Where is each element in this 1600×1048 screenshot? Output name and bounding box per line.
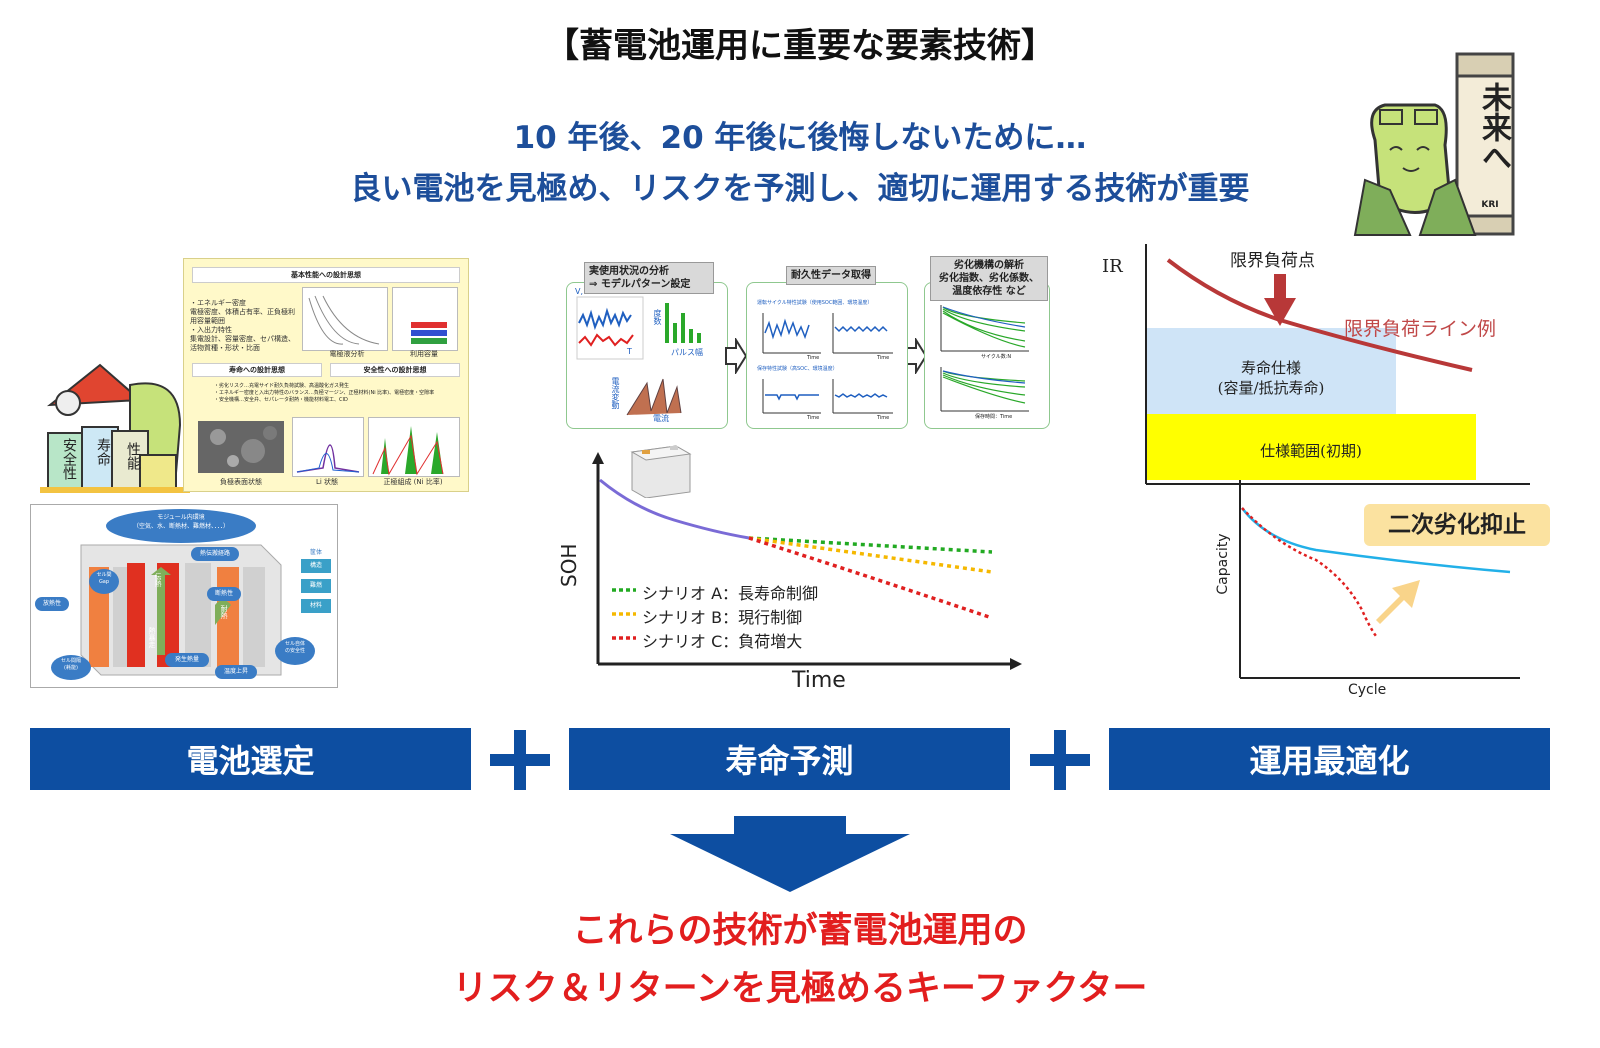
jar-label-safety: 安全性 <box>61 438 77 480</box>
module-side-item-flame: 難燃 <box>301 579 331 593</box>
pipeline-step1-label: 実使用状況の分析 ⇒ モデルパターン設定 <box>584 262 714 294</box>
ir-ylabel: IR <box>1102 256 1123 277</box>
conclusion-line-2: リスク＆リターンを見極めるキーファクター <box>452 969 1148 1009</box>
cap-ylabel: Capacity <box>1215 533 1231 595</box>
sem-image <box>198 421 284 473</box>
jar-label-performance: 性能 <box>125 442 141 470</box>
step3-caption-cycles: サイクル数:N <box>981 354 1012 360</box>
label-temperature-rise: 温度上昇 <box>215 665 257 679</box>
design-header-safety: 安全性への設計思想 <box>330 363 460 377</box>
legend-scenario-a: シナリオ A：長寿命制御 <box>642 584 819 603</box>
step2-time-3: Time <box>807 415 820 421</box>
caption-electrode-analysis: 電極液分析 <box>329 350 365 358</box>
step2-time-2: Time <box>877 355 890 361</box>
down-arrow-icon <box>670 816 910 892</box>
mascot-banner-text: 未来へ <box>1476 82 1511 172</box>
mascot-banner-small: KRI <box>1481 200 1499 210</box>
step2-time-4: Time <box>877 415 890 421</box>
discharge-curve-figure <box>302 287 388 351</box>
arrow-label-heat-resistance: 耐熱 <box>220 605 228 619</box>
mascot-selection-illustration <box>40 363 190 493</box>
design-bullets-life-safety: ・劣化リスク…充電サイド耐久負荷試験、高温酸化ガス発生・エネルギー密度と入出力特… <box>214 383 435 403</box>
pipeline-arrow-1 <box>725 338 748 374</box>
legend-scenario-c: シナリオ C：負荷増大 <box>642 632 803 651</box>
caption-cathode-composition: 正極組成 (Ni 比率) <box>383 478 443 486</box>
soh-ylabel: SOH <box>557 543 581 587</box>
module-side-item-material: 材料 <box>301 599 331 613</box>
ir-box1-label: 寿命仕様 (容量/抵抗寿命) <box>1217 359 1325 397</box>
pipeline-step3-card: サイクル数:N 保存時間：Time <box>924 282 1050 429</box>
caption-anode-surface: 負極表面状態 <box>220 478 262 486</box>
soh-xlabel: Time <box>792 668 846 693</box>
plus-icon-1 <box>490 730 550 790</box>
step1-axis-current: 電流 <box>653 414 669 423</box>
ir-initial-spec-box <box>1146 414 1476 480</box>
step1-axis-variation: 電流変動 <box>611 377 620 409</box>
band-battery-selection: 電池選定 <box>30 728 471 790</box>
ir-box2-label: 仕様範囲(初期) <box>1260 442 1362 460</box>
module-side-title: 筐体 <box>309 549 322 556</box>
label-heat-generation: 発生熱量 <box>165 653 209 667</box>
cap-badge: 二次劣化抑止 <box>1364 504 1550 546</box>
cap-suppressed-line <box>1241 507 1511 574</box>
step3-caption-storage-time: 保存時間：Time <box>975 414 1013 420</box>
design-header-life: 寿命への設計思想 <box>192 363 322 377</box>
design-document: 基本性能への設計思想 ・エネルギー密度電極密度、体積占有率、正負極利用容量範囲・… <box>183 258 469 492</box>
pipeline-step1-card: V, I T 度数 パルス幅 電流変動 電流 <box>566 282 728 429</box>
li-state-figure <box>292 417 364 477</box>
cap-xlabel: Cycle <box>1348 682 1387 698</box>
design-header-performance: 基本性能への設計思想 <box>192 267 460 283</box>
label-cell-spacing: セル間隔 (耗能) <box>51 655 91 680</box>
battery-cell-icon <box>630 445 692 498</box>
ir-peak-label: 限界負荷点 <box>1230 251 1315 271</box>
subtitle-line-1: 10 年後、20 年後に後悔しないために… <box>513 120 1087 156</box>
design-bullets-performance: ・エネルギー密度電極密度、体積占有率、正負極利用容量範囲・入出力特性集電設計、容… <box>190 299 295 352</box>
soh-chart <box>592 452 1022 670</box>
pipeline-step2-label: 耐久性データ取得 <box>786 266 876 285</box>
ir-limit-arrow <box>1264 298 1296 326</box>
step2-caption-storage: 保存特性試験（高SOC、環境温度） <box>757 366 838 372</box>
jar-label-life: 寿命 <box>95 438 111 466</box>
pipeline-step2-card: 運転サイクル特性試験（使用SOC範囲、環境温度） 保存特性試験（高SOC、環境温… <box>746 282 908 429</box>
label-cell-gap: セル間 Gap <box>89 569 119 594</box>
soh-history-line <box>599 478 750 540</box>
conclusion-line-1: これらの技術が蓄電池運用の <box>572 911 1028 951</box>
arrow-label-thermal-runaway: 熱暴走 <box>148 627 156 648</box>
caption-li-state: Li 状態 <box>315 478 339 486</box>
subtitle-line-2: 良い電池を見極め、リスクを予測し、適切に運用する技術が重要 <box>350 171 1250 207</box>
step1-axis-vi: V, I <box>575 287 588 296</box>
step2-time-1: Time <box>807 355 820 361</box>
pipeline-step3-label: 劣化機構の解析 劣化指数、劣化係数、 温度依存性 など <box>930 256 1048 301</box>
step2-caption-cycle: 運転サイクル特性試験（使用SOC範囲、環境温度） <box>757 300 873 306</box>
capacity-usage-figure <box>392 287 458 351</box>
legend-scenario-b: シナリオ B：現行制御 <box>642 608 803 627</box>
module-side-item-structure: 構造 <box>301 559 331 573</box>
band-life-prediction: 寿命予測 <box>569 728 1010 790</box>
soh-scenario-c-line <box>748 536 993 620</box>
soh-scenario-a-line <box>748 536 993 554</box>
cathode-composition-figure <box>368 417 460 477</box>
plus-icon-2 <box>1030 730 1090 790</box>
caption-capacity-usage: 利用容量 <box>410 350 438 358</box>
ir-limit-line <box>1166 258 1473 372</box>
module-environment-bubble: モジュール内環境 （空気、水、断熱材、難燃材、．．．） <box>106 509 256 543</box>
ir-chart <box>1145 244 1530 485</box>
mascot-future-illustration <box>1353 52 1515 236</box>
module-diagram: モジュール内環境 （空気、水、断熱材、難燃材、．．．） 筐体 構造 難燃 材料 … <box>30 504 338 688</box>
label-heat-dissipation: 放熱性 <box>35 597 69 611</box>
label-heat-path: 熱伝搬経路 <box>191 547 239 561</box>
capacity-chart <box>1239 480 1520 679</box>
band-operation-optimization: 運用最適化 <box>1109 728 1550 790</box>
step1-axis-pulse: パルス幅 <box>671 348 703 357</box>
soh-scenario-b-line <box>748 536 993 574</box>
step1-axis-t: T <box>627 347 632 356</box>
ir-line-label: 限界負荷ライン例 <box>1344 318 1497 340</box>
cap-improve-arrow <box>1376 580 1420 624</box>
arrow-label-heat-transfer: 伝熱 <box>154 573 162 587</box>
cap-secondary-degradation-line <box>1241 507 1378 637</box>
step1-axis-frequency: 度数 <box>653 309 662 325</box>
page-title: 【蓄電池運用に重要な要素技術】 <box>545 26 1055 66</box>
label-insulation: 断熱性 <box>207 587 241 601</box>
label-cell-safety: セル自体 の安全性 <box>275 637 315 665</box>
